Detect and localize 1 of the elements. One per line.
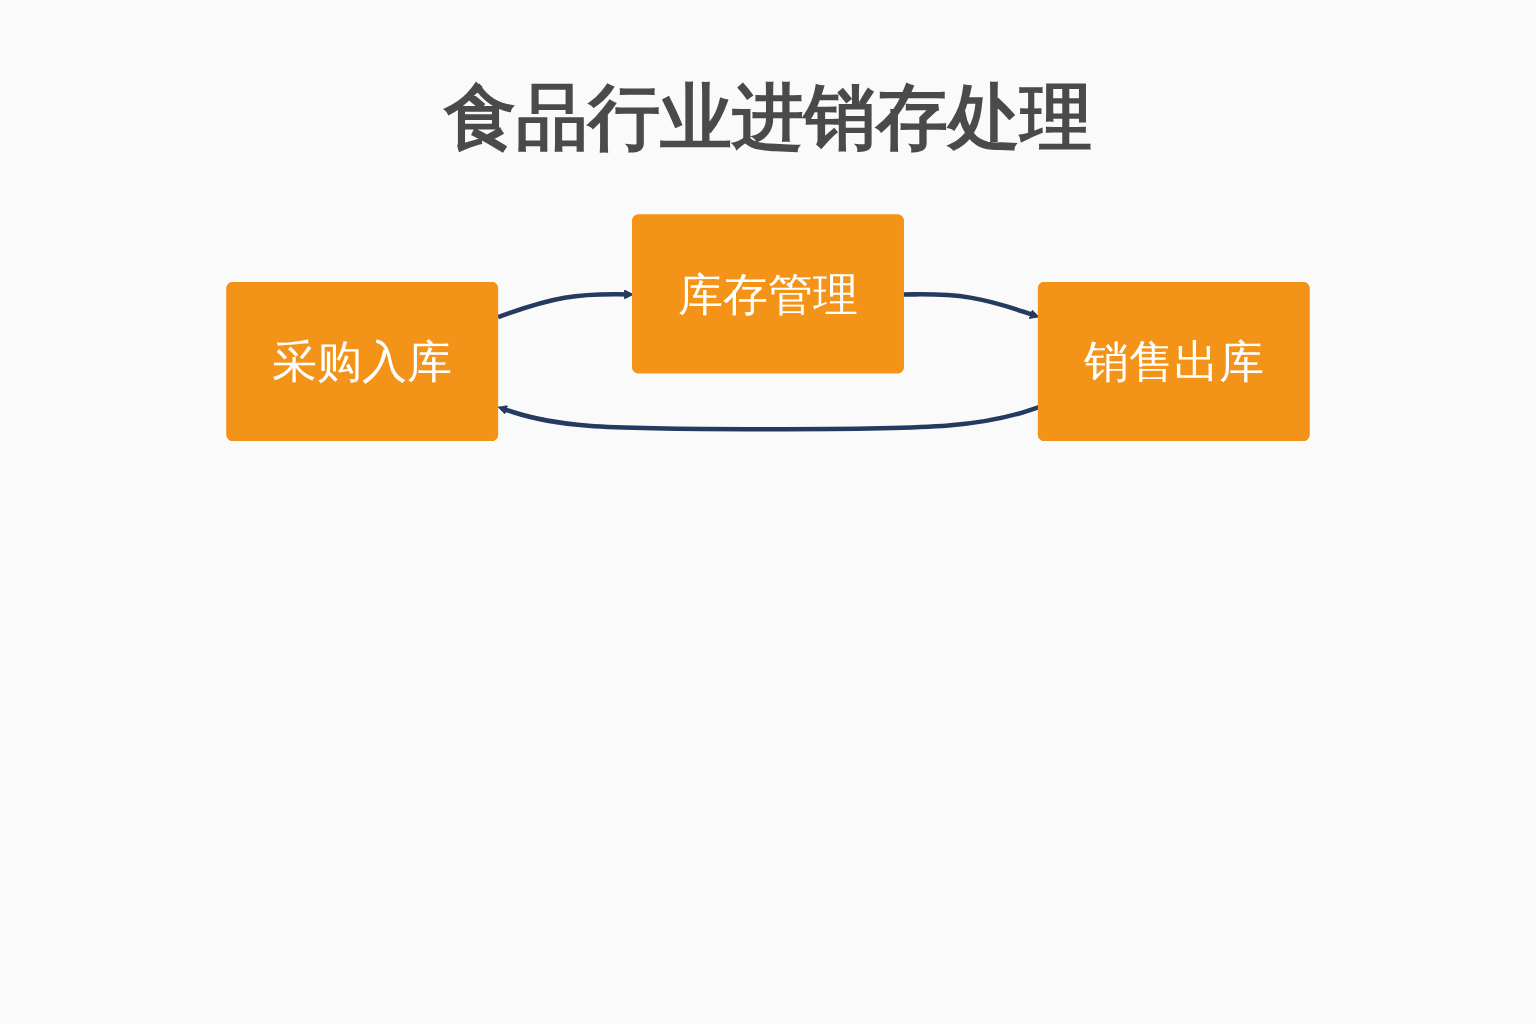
diagram-title: 食品行业进销存处理: [444, 74, 1092, 161]
